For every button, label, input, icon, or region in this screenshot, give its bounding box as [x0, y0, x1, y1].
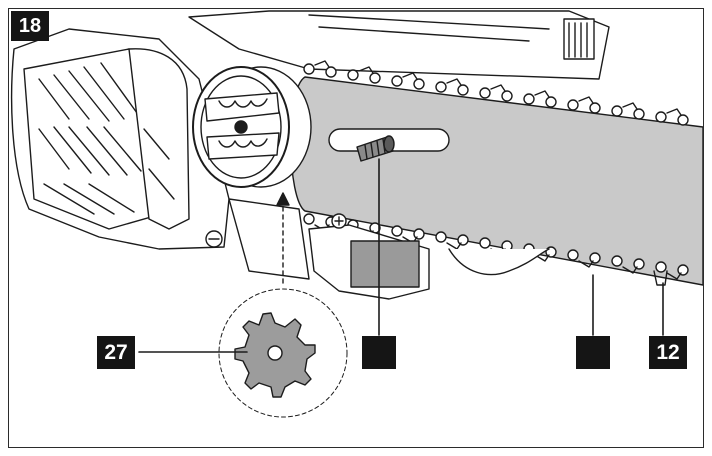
- tension-screw: [356, 135, 395, 162]
- callout-sprocket-label: 27: [97, 336, 135, 369]
- chainsaw-illustration: [10, 10, 703, 418]
- figure-frame: 18 27 12: [8, 8, 704, 448]
- leader-lines: [138, 158, 664, 353]
- callout-blank-label-right: [576, 336, 610, 369]
- motor-housing: [10, 28, 230, 250]
- figure-number-label: 18: [11, 11, 49, 41]
- callout-blank-label-left: [362, 336, 396, 369]
- upper-housing: [188, 10, 610, 80]
- clutch-drum: [192, 66, 312, 188]
- lower-mechanism: [228, 198, 550, 300]
- callout-chain-label: 12: [649, 336, 687, 369]
- sprocket-inset: [218, 192, 348, 418]
